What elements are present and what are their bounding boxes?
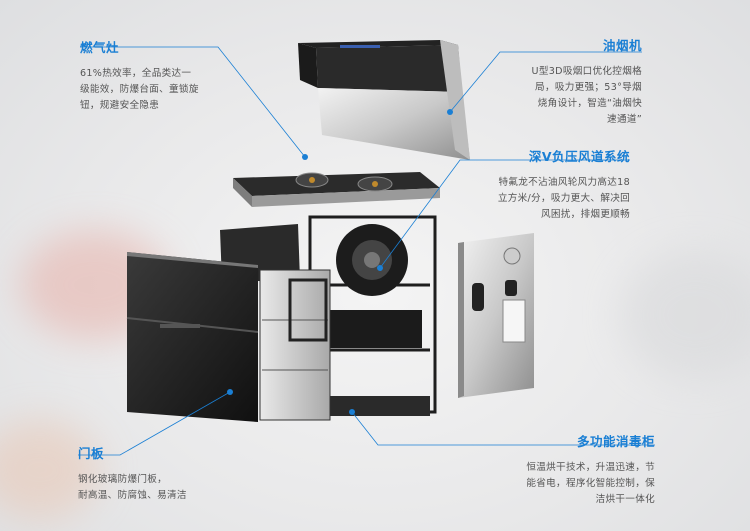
callout-desc: 钢化玻璃防爆门板， 耐高温、防腐蚀、易清洁 <box>78 474 187 501</box>
callout-range-hood: 油烟机 U型3D吸烟口优化控烟格 局，吸力更强；53°导烟 烧角设计，智造“油烟… <box>500 35 642 128</box>
callout-title: 门板 <box>78 446 105 461</box>
callout-desc: 61%热效率，全品类达一 级能效，防爆台面、童锁旋 钮，规避安全隐患 <box>80 68 199 111</box>
glass-door-panel <box>126 252 259 422</box>
side-panel <box>458 233 534 398</box>
range-hood <box>298 40 470 160</box>
callout-title: 深V负压风道系统 <box>528 149 630 164</box>
callout-desc: U型3D吸烟口优化控烟格 局，吸力更强；53°导烟 烧角设计，智造“油烟快 速通… <box>531 66 642 125</box>
callout-air-duct: 深V负压风道系统 特氟龙不沾油风轮风力高达18 立方米/分，吸力更大、解决回 风… <box>450 146 630 223</box>
callout-gas-stove: 燃气灶 61%热效率，全品类达一 级能效，防爆台面、童锁旋 钮，规避安全隐患 <box>80 37 260 114</box>
sterilizer-cabinet <box>220 224 331 421</box>
callout-title: 多功能消毒柜 <box>576 434 655 449</box>
leader-dots <box>227 109 453 415</box>
callout-door-panel: 门板 钢化玻璃防爆门板， 耐高温、防腐蚀、易清洁 <box>78 443 248 504</box>
callout-title: 油烟机 <box>602 38 642 53</box>
leader-lines <box>78 46 655 456</box>
callout-desc: 恒温烘干技术，升温迅速，节 能省电，程序化智能控制，保 洁烘干一体化 <box>526 462 655 505</box>
background-blur <box>620 250 750 380</box>
background-blur <box>0 420 100 520</box>
gas-stove <box>233 172 440 207</box>
cabinet-frame <box>300 215 437 416</box>
callout-title: 燃气灶 <box>80 40 120 55</box>
callout-sterilizer: 多功能消毒柜 恒温烘干技术，升温迅速，节 能省电，程序化智能控制，保 洁烘干一体… <box>475 431 655 508</box>
callout-desc: 特氟龙不沾油风轮风力高达18 立方米/分，吸力更大、解决回 风困扰，排烟更顺畅 <box>497 177 630 220</box>
